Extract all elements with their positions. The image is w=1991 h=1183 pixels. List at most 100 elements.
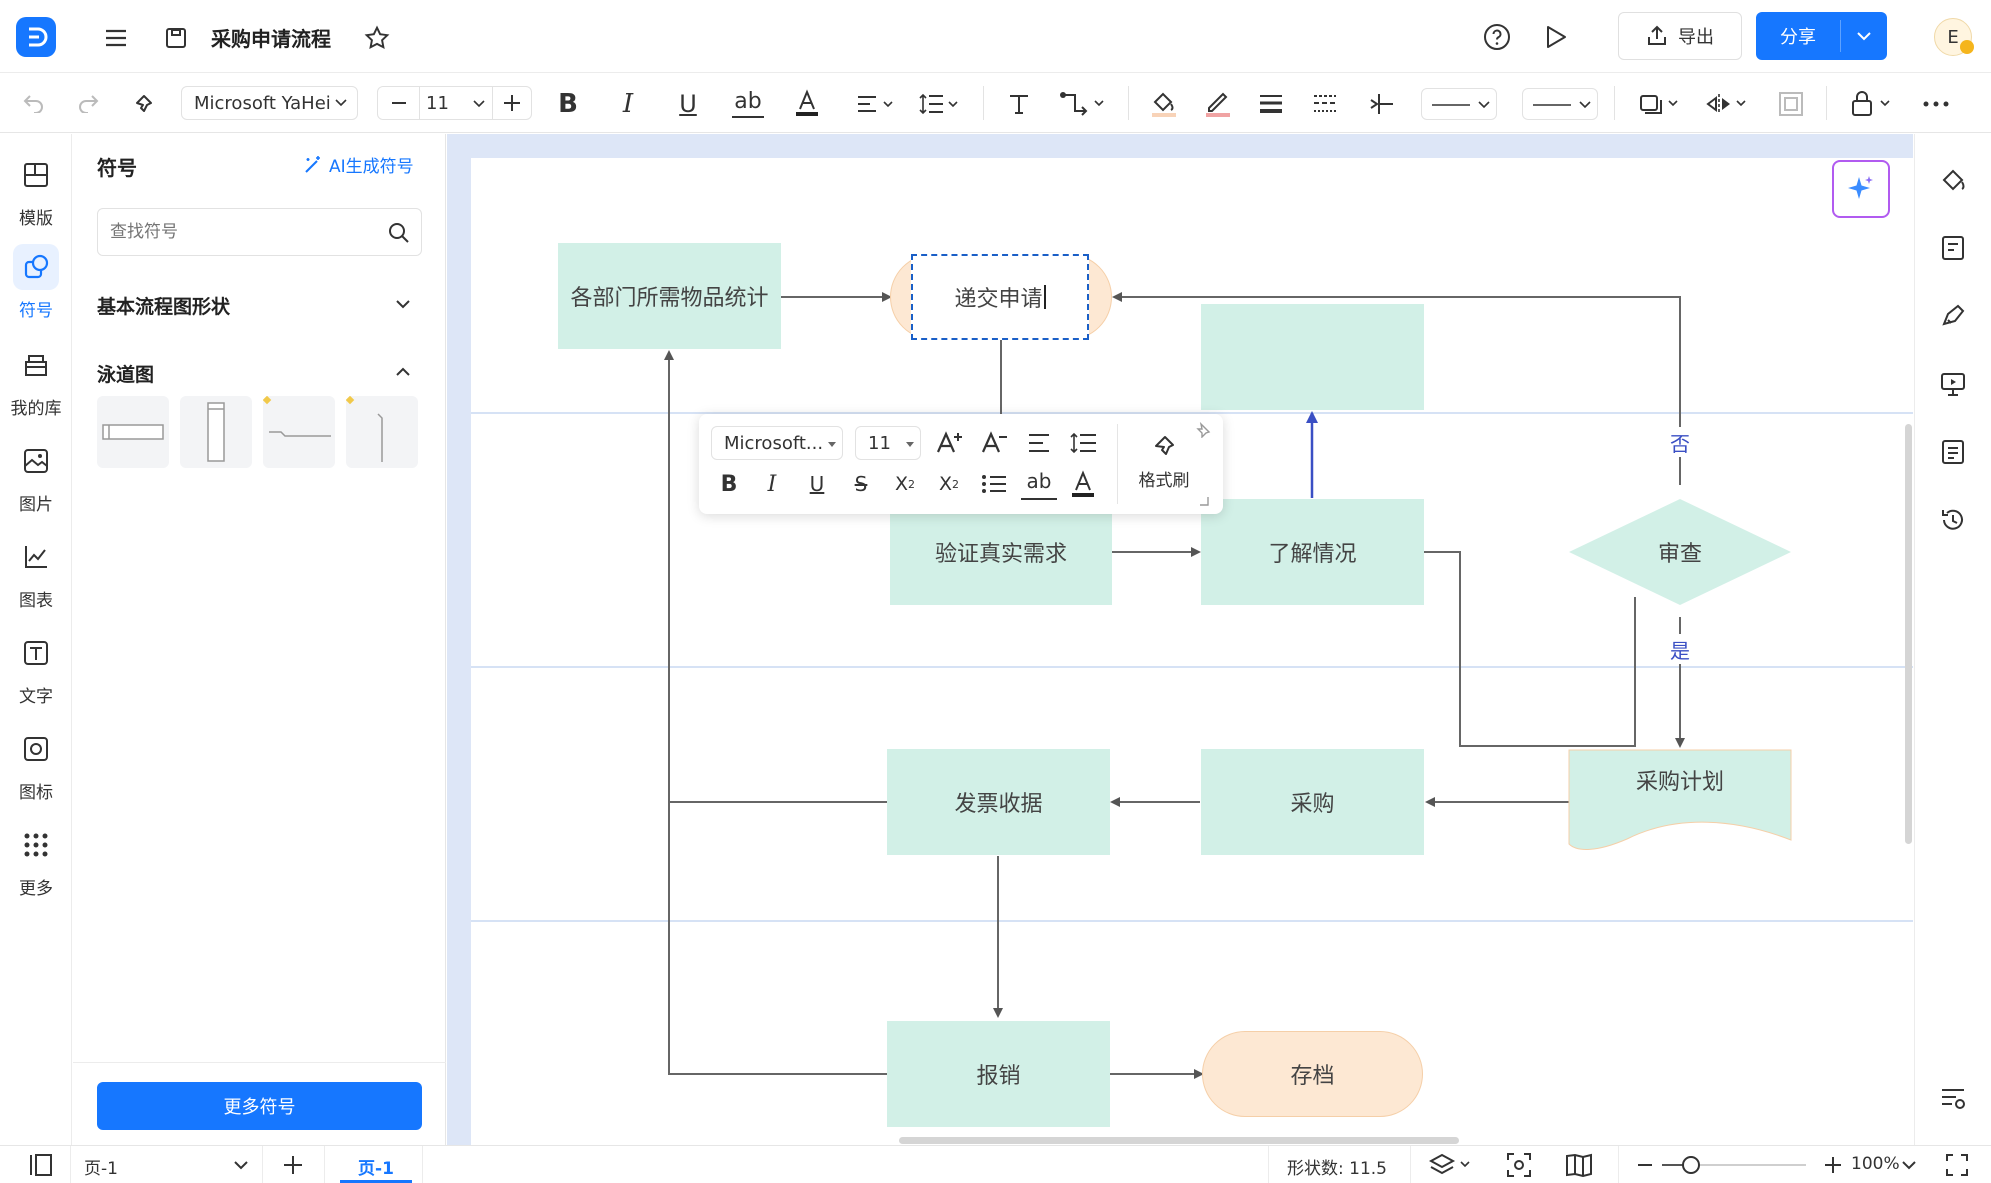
fill-color-icon[interactable] bbox=[1147, 86, 1181, 120]
connector-icon[interactable] bbox=[1056, 88, 1112, 120]
page-panel-icon[interactable] bbox=[26, 1151, 56, 1179]
font-size-value[interactable]: 11 bbox=[426, 93, 449, 114]
help-icon[interactable] bbox=[1480, 20, 1514, 54]
swimlane-separator-vertical-shape[interactable] bbox=[346, 396, 418, 468]
floating-italic-icon[interactable]: I bbox=[767, 471, 777, 497]
section-swimlane[interactable]: 泳道图 bbox=[97, 352, 422, 392]
swimlane-separator-horizontal-shape[interactable] bbox=[263, 396, 335, 468]
export-button[interactable]: 导出 bbox=[1618, 12, 1742, 60]
document-title[interactable]: 采购申请流程 bbox=[211, 27, 331, 51]
format-painter-icon[interactable] bbox=[128, 87, 160, 119]
book-view-icon[interactable] bbox=[1562, 1150, 1596, 1180]
node-reimbursement[interactable]: 报销 bbox=[887, 1021, 1110, 1127]
data-panel-icon[interactable] bbox=[1935, 434, 1971, 470]
horizontal-scrollbar[interactable] bbox=[899, 1137, 1459, 1144]
symbol-search-input[interactable] bbox=[110, 219, 370, 245]
node-dept-statistics[interactable]: 各部门所需物品统计 bbox=[558, 243, 781, 349]
history-icon[interactable] bbox=[1935, 502, 1971, 538]
pin-icon[interactable] bbox=[1193, 420, 1213, 440]
floating-font-select[interactable]: Microsoft... bbox=[711, 426, 843, 460]
italic-icon[interactable]: I bbox=[622, 89, 634, 119]
save-icon[interactable] bbox=[160, 22, 192, 54]
line-color-icon[interactable] bbox=[1201, 86, 1235, 120]
swimlane-horizontal-shape[interactable] bbox=[97, 396, 169, 468]
zoom-in-icon[interactable] bbox=[1820, 1152, 1846, 1178]
rail-item-template[interactable]: 模版 bbox=[0, 152, 72, 238]
align-icon[interactable] bbox=[852, 88, 900, 120]
node-buy[interactable]: 采购 bbox=[1201, 749, 1424, 855]
rail-item-symbol[interactable]: 符号 bbox=[0, 244, 72, 330]
page-settings-icon[interactable] bbox=[1935, 230, 1971, 266]
text-tool-icon[interactable] bbox=[1003, 88, 1035, 120]
rail-item-icon[interactable]: 图标 bbox=[0, 726, 72, 812]
group-icon[interactable] bbox=[1775, 88, 1807, 120]
app-logo-icon[interactable] bbox=[16, 17, 56, 57]
grow-font-icon[interactable] bbox=[931, 425, 967, 461]
flip-icon[interactable] bbox=[1703, 88, 1751, 120]
paragraph-align-icon[interactable] bbox=[1021, 425, 1057, 461]
rail-item-chart[interactable]: 图表 bbox=[0, 534, 72, 620]
rail-item-text[interactable]: 文字 bbox=[0, 630, 72, 716]
rail-item-more[interactable]: 更多 bbox=[0, 822, 72, 908]
redo-icon[interactable] bbox=[72, 87, 104, 119]
node-learn[interactable]: 了解情况 bbox=[1201, 499, 1424, 605]
user-avatar[interactable]: E bbox=[1934, 18, 1972, 56]
bold-icon[interactable]: B bbox=[558, 89, 578, 119]
theme-brush-icon[interactable] bbox=[1935, 298, 1971, 334]
page-select[interactable]: 页-1 bbox=[84, 1159, 118, 1179]
ai-assistant-button[interactable] bbox=[1832, 160, 1890, 218]
add-page-icon[interactable] bbox=[278, 1151, 308, 1179]
line-spacing-icon[interactable] bbox=[916, 88, 964, 120]
rail-item-library[interactable]: 我的库 bbox=[0, 342, 72, 428]
presentation-icon[interactable] bbox=[1935, 366, 1971, 402]
zoom-slider-thumb[interactable] bbox=[1681, 1156, 1700, 1174]
font-color-icon[interactable] bbox=[791, 86, 823, 120]
floating-bold-icon[interactable]: B bbox=[720, 471, 738, 497]
node-review-label[interactable]: 审查 bbox=[1657, 542, 1702, 567]
vertical-scrollbar[interactable] bbox=[1905, 424, 1912, 844]
floating-underline-icon[interactable]: U bbox=[809, 472, 825, 496]
diagram-canvas[interactable]: 各部门所需物品统计 递交申请 验证真实需求 了解情况 审查 否 是 采购计划 采… bbox=[447, 134, 1913, 1145]
floating-format-brush-button[interactable]: 格式刷 bbox=[1129, 430, 1199, 504]
floating-font-color-icon[interactable] bbox=[1065, 466, 1101, 502]
more-symbols-button[interactable]: 更多符号 bbox=[97, 1082, 422, 1130]
line-weight-icon[interactable] bbox=[1255, 88, 1287, 120]
ai-generate-symbol-button[interactable]: AI生成符号 bbox=[303, 152, 414, 177]
play-icon[interactable] bbox=[1539, 20, 1573, 54]
line-begin-select[interactable] bbox=[1421, 88, 1497, 120]
page-tab-active[interactable]: 页-1 bbox=[340, 1146, 412, 1183]
arrow-style-icon[interactable] bbox=[1365, 88, 1397, 120]
floating-strikethrough-icon[interactable]: S bbox=[854, 472, 868, 496]
font-family-select[interactable]: Microsoft YaHei bbox=[181, 86, 358, 120]
node-invoice[interactable]: 发票收据 bbox=[887, 749, 1110, 855]
node-archive[interactable]: 存档 bbox=[1202, 1031, 1423, 1117]
focus-mode-icon[interactable] bbox=[1502, 1150, 1536, 1180]
more-options-icon[interactable] bbox=[1920, 88, 1952, 120]
shadow-icon[interactable] bbox=[1635, 88, 1683, 120]
layers-icon[interactable] bbox=[1427, 1150, 1475, 1180]
star-icon[interactable] bbox=[361, 22, 393, 54]
share-dropdown-chevron-icon[interactable] bbox=[1841, 12, 1887, 60]
zoom-slider-track[interactable] bbox=[1662, 1156, 1806, 1174]
node-plan-label[interactable]: 采购计划 bbox=[1635, 770, 1724, 795]
section-basic-flowchart[interactable]: 基本流程图形状 bbox=[97, 284, 422, 324]
bullet-list-icon[interactable] bbox=[976, 466, 1012, 502]
node-verify[interactable]: 验证真实需求 bbox=[890, 499, 1112, 605]
swimlane-vertical-shape[interactable] bbox=[180, 396, 252, 468]
zoom-out-icon[interactable] bbox=[1632, 1152, 1658, 1178]
panel-settings-icon[interactable] bbox=[1935, 1080, 1971, 1116]
share-button[interactable]: 分享 bbox=[1780, 27, 1816, 48]
line-end-select[interactable] bbox=[1522, 88, 1598, 120]
increase-size-icon[interactable] bbox=[499, 90, 525, 116]
decrease-size-icon[interactable] bbox=[386, 90, 412, 116]
style-fill-icon[interactable] bbox=[1935, 162, 1971, 198]
search-icon[interactable] bbox=[386, 220, 412, 246]
rail-item-image[interactable]: 图片 bbox=[0, 438, 72, 524]
underline-icon[interactable]: U bbox=[679, 90, 697, 118]
shrink-font-icon[interactable] bbox=[976, 425, 1012, 461]
node-submit-text-editor[interactable]: 递交申请 bbox=[911, 254, 1089, 340]
paragraph-spacing-icon[interactable] bbox=[1066, 425, 1102, 461]
lock-icon[interactable] bbox=[1847, 86, 1895, 120]
